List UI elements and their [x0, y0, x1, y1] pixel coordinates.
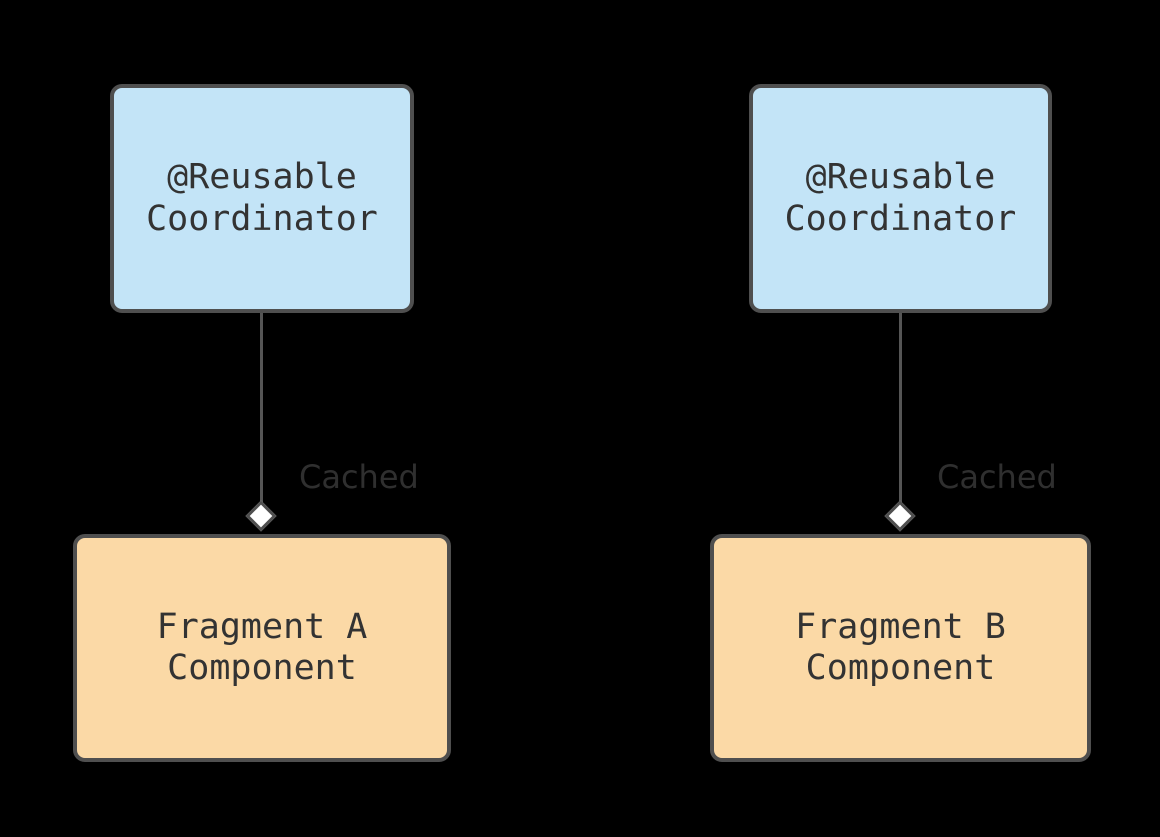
aggregation-diamond-icon-a [245, 500, 277, 532]
node-fragment-b-component[interactable]: Fragment B Component [710, 534, 1091, 762]
node-label: @Reusable Coordinator [146, 157, 378, 239]
node-label: Fragment B Component [795, 606, 1006, 688]
node-label: @Reusable Coordinator [784, 157, 1017, 239]
node-fragment-a-component[interactable]: Fragment A Component [73, 534, 451, 762]
edge-label-cached-b: Cached [937, 458, 1057, 496]
node-reusable-coordinator-b[interactable]: @Reusable Coordinator [749, 84, 1052, 313]
edge-label-cached-a: Cached [299, 458, 419, 496]
edge-connector-a [260, 313, 263, 508]
node-label: Fragment A Component [156, 606, 368, 688]
node-reusable-coordinator-a[interactable]: @Reusable Coordinator [110, 84, 414, 313]
edge-connector-b [899, 313, 902, 508]
aggregation-diamond-icon-b [884, 500, 916, 532]
